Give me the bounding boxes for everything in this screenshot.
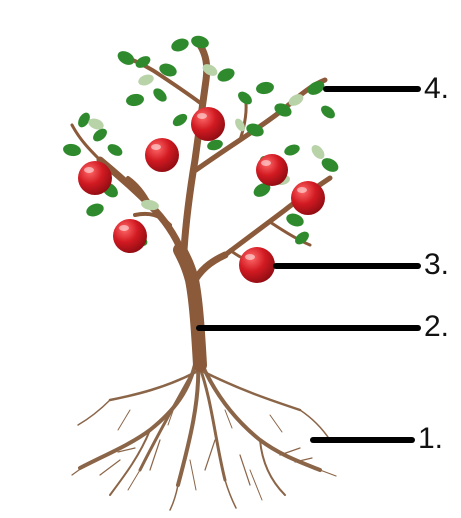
trunk-and-branches [72,45,330,365]
label-4: 4. [424,74,449,104]
apple [145,138,179,172]
apple [256,154,288,186]
leader-lines [199,89,418,440]
apple [113,219,147,253]
label-3: 3. [424,250,449,280]
apple [291,181,325,215]
label-1: 1. [418,424,443,454]
leaves [62,34,341,248]
apple [191,107,225,141]
apple [239,247,275,283]
roots [72,360,336,510]
label-2: 2. [424,312,449,342]
apple [78,161,112,195]
